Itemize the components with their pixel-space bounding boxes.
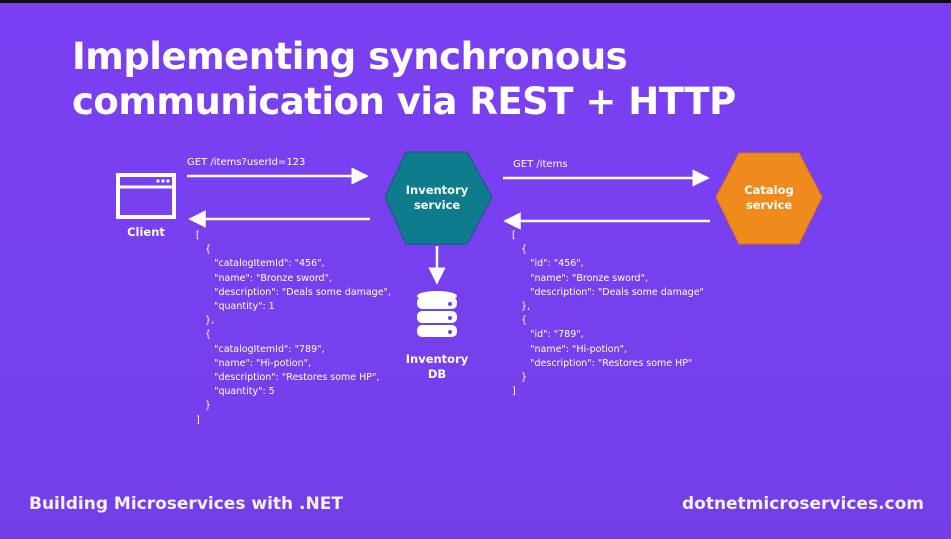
inventory-service-label-line-1: Inventory [405,183,469,197]
inventory-db-label-line-2: DB [427,367,447,381]
footer-course-title: Building Microservices with .NET [29,494,343,514]
catalog-service-node [715,152,823,245]
inventory-db-label-line-1: Inventory [405,352,469,366]
slide-title: Implementing synchronous communication v… [72,34,736,124]
browser-window-icon [116,173,176,219]
top-edge-bar [0,0,951,3]
inventory-db-label: Inventory DB [397,352,477,382]
catalog-service-label-line-1: Catalog [744,183,794,197]
catalog-service-label: Catalog service [724,183,814,213]
database-icon [417,291,457,337]
slide-title-line-2: communication via REST + HTTP [72,80,736,123]
inventory-service-label-line-2: service [413,198,461,212]
slide-title-line-1: Implementing synchronous [72,35,628,78]
footer-website: dotnetmicroservices.com [681,494,924,514]
inventory-response-json: [ { "catalogItemId": "456", "name": "Bro… [196,230,391,426]
catalog-service-label-line-2: service [745,198,793,212]
client-label: Client [127,225,165,239]
catalog-response-json: [ { "id": "456", "name": "Bronze sword",… [512,230,704,398]
catalog-request-label: GET /items [513,159,568,170]
client-request-label: GET /items?userId=123 [187,157,306,168]
inventory-service-node [384,151,493,245]
inventory-service-label: Inventory service [392,183,482,213]
